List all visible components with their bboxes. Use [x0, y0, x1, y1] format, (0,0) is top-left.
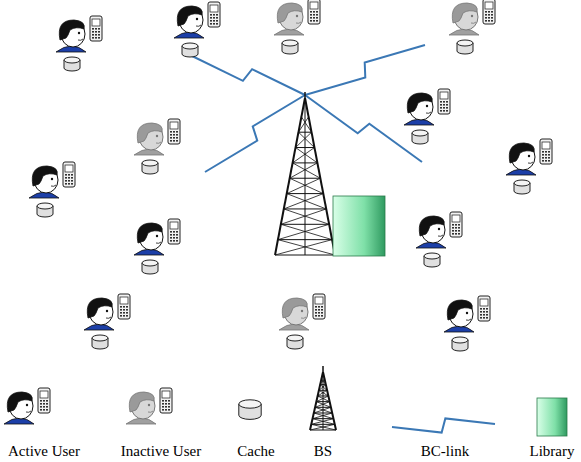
- phone-icon: [313, 294, 325, 319]
- active-user: [416, 212, 462, 267]
- legend-label: BS: [314, 444, 332, 459]
- bc-link-bolt: [305, 95, 422, 162]
- phone-icon: [208, 2, 220, 27]
- bc-link-bolt: [190, 55, 305, 95]
- cache-icon: [37, 203, 53, 217]
- legend-samples: [4, 366, 567, 436]
- phone-icon: [90, 16, 102, 41]
- active-user: [134, 219, 180, 274]
- cache-icon: [92, 335, 108, 349]
- active-user: [174, 2, 220, 57]
- active-user: [84, 294, 130, 349]
- legend-label: Cache: [237, 444, 274, 459]
- phone-icon: [450, 212, 462, 237]
- legend-label: Inactive User: [121, 444, 201, 459]
- cache-icon: [287, 335, 303, 349]
- library-sample: [537, 398, 567, 436]
- phone-icon: [308, 0, 320, 24]
- cache-icon: [142, 260, 158, 274]
- phone-icon: [483, 0, 495, 24]
- phone-icon: [168, 119, 180, 144]
- inactive-user: [134, 119, 180, 174]
- cache-icon: [457, 40, 473, 54]
- active-user: [56, 16, 102, 71]
- legend-label: Active User: [8, 444, 80, 459]
- cache-icon: [64, 57, 80, 71]
- cache-icon: [424, 253, 440, 267]
- inactive-user: [279, 294, 325, 349]
- inactive-user: [126, 388, 172, 424]
- phone-icon: [168, 219, 180, 244]
- active-user: [4, 388, 50, 424]
- cache-icon: [514, 180, 530, 194]
- phone-icon: [478, 296, 490, 321]
- cache-icon: [182, 43, 198, 57]
- base-station-tower: [275, 92, 335, 255]
- inactive-user: [449, 0, 495, 54]
- active-user: [29, 162, 75, 217]
- active-user: [404, 89, 450, 144]
- inactive-user: [274, 0, 320, 54]
- phone-icon: [63, 162, 75, 187]
- cache-icon: [282, 40, 298, 54]
- base-station-tower: [310, 366, 336, 430]
- cache-icon: [412, 130, 428, 144]
- bc-link-bolt: [305, 45, 425, 95]
- cache-icon: [452, 337, 468, 351]
- cache-icon: [142, 160, 158, 174]
- active-user: [506, 139, 552, 194]
- phone-icon: [160, 388, 172, 413]
- bc-link-bolt: [205, 95, 305, 172]
- legend-label: Library: [530, 444, 575, 459]
- active-user: [444, 296, 490, 351]
- bc-link-bolt: [392, 418, 495, 432]
- legend-label: BC-link: [421, 444, 469, 459]
- phone-icon: [438, 89, 450, 114]
- cache-icon: [239, 400, 261, 420]
- phone-icon: [38, 388, 50, 413]
- phone-icon: [540, 139, 552, 164]
- library-box: [333, 196, 385, 256]
- phone-icon: [118, 294, 130, 319]
